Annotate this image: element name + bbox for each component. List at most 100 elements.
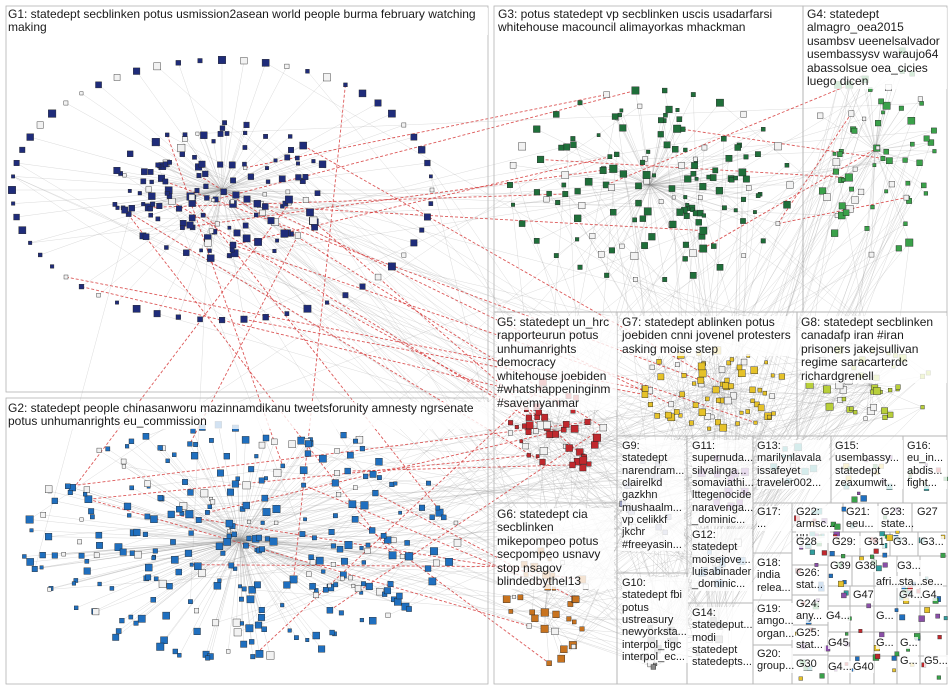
small-label-se: se... (922, 576, 943, 589)
graph-edge (221, 132, 246, 191)
graph-node (579, 456, 588, 465)
graph-node (699, 226, 708, 235)
graph-edge (239, 539, 271, 656)
graph-node (19, 146, 26, 153)
graph-node (253, 200, 261, 208)
graph-edge (874, 142, 932, 151)
graph-node (314, 190, 321, 197)
graph-edge (239, 539, 410, 557)
graph-node (662, 87, 668, 94)
graph-node (598, 251, 605, 258)
graph-edge (714, 389, 762, 408)
graph-node (217, 131, 224, 137)
graph-node (844, 173, 853, 182)
graph-node (891, 655, 897, 661)
graph-node (45, 533, 53, 541)
graph-node (701, 144, 708, 151)
graph-node (303, 517, 307, 522)
graph-edge (649, 184, 759, 196)
graph-node (905, 180, 911, 186)
graph-node (340, 432, 347, 439)
graph-node (851, 196, 859, 204)
graph-node (424, 213, 431, 221)
graph-node (45, 485, 53, 493)
graph-node (640, 159, 646, 166)
graph-edge (379, 477, 632, 512)
graph-node (84, 559, 90, 564)
graph-node (63, 274, 69, 280)
graph-node (401, 122, 407, 128)
graph-node (119, 548, 127, 556)
graph-node (359, 446, 365, 452)
graph-edge (874, 108, 902, 151)
graph-edge (851, 384, 871, 409)
graph-node (419, 504, 426, 511)
graph-node (64, 483, 71, 489)
graph-edge (657, 389, 827, 465)
graph-node (692, 381, 697, 386)
graph-edge (94, 539, 241, 612)
graph-edge (649, 154, 758, 186)
graph-edge (871, 149, 876, 255)
graph-node (689, 420, 694, 426)
graph-edge (221, 149, 292, 191)
graph-node (878, 98, 884, 105)
graph-node (570, 141, 577, 148)
graph-edge (657, 108, 902, 477)
graph-edge (118, 539, 241, 548)
graph-node (614, 151, 620, 158)
graph-edge (87, 539, 241, 572)
graph-edge (874, 149, 909, 184)
graph-node (213, 582, 222, 590)
graph-node (365, 582, 373, 590)
graph-node (48, 109, 57, 118)
graph-node (676, 208, 684, 216)
graph-node (875, 145, 880, 150)
graph-node (406, 606, 412, 612)
graph-edge (302, 533, 656, 665)
graph-node (507, 181, 513, 188)
graph-node (685, 202, 690, 207)
graph-edge (874, 149, 920, 163)
graph-node (733, 208, 738, 213)
group-label-g15: G15: usembassy... statedept zeaxumwit... (835, 440, 903, 490)
graph-node (115, 300, 119, 305)
graph-node (834, 523, 841, 530)
group-label-g39: G39 (830, 560, 851, 573)
graph-node (330, 562, 336, 568)
graph-node (269, 537, 278, 546)
graph-node (749, 386, 756, 393)
graph-node (552, 430, 559, 438)
graph-node (917, 96, 923, 102)
graph-node (760, 238, 766, 244)
graph-node (903, 221, 908, 226)
graph-node (351, 584, 356, 588)
graph-node (675, 362, 680, 368)
graph-edge (737, 130, 935, 148)
graph-edge-highlight (88, 454, 529, 500)
graph-node (637, 103, 643, 109)
graph-edge (650, 355, 896, 628)
graph-node (195, 517, 202, 523)
graph-node (39, 565, 44, 570)
graph-edge (813, 144, 913, 469)
graph-node (842, 209, 850, 216)
graph-edge (554, 410, 574, 431)
graph-edge (855, 384, 871, 413)
graph-node (385, 612, 391, 618)
graph-node (692, 402, 699, 408)
graph-edge (457, 451, 580, 543)
graph-node (372, 490, 379, 497)
graph-edge-highlight (347, 464, 573, 472)
graph-edge (221, 181, 269, 191)
graph-node (11, 174, 15, 179)
graph-edge (841, 149, 876, 216)
graph-node (25, 515, 34, 524)
graph-node (199, 248, 203, 253)
graph-node (540, 624, 549, 633)
graph-node (519, 439, 524, 444)
graph-node (197, 316, 203, 323)
graph-edge (239, 539, 244, 645)
graph-edge-highlight (191, 564, 535, 568)
graph-edge (712, 138, 725, 417)
